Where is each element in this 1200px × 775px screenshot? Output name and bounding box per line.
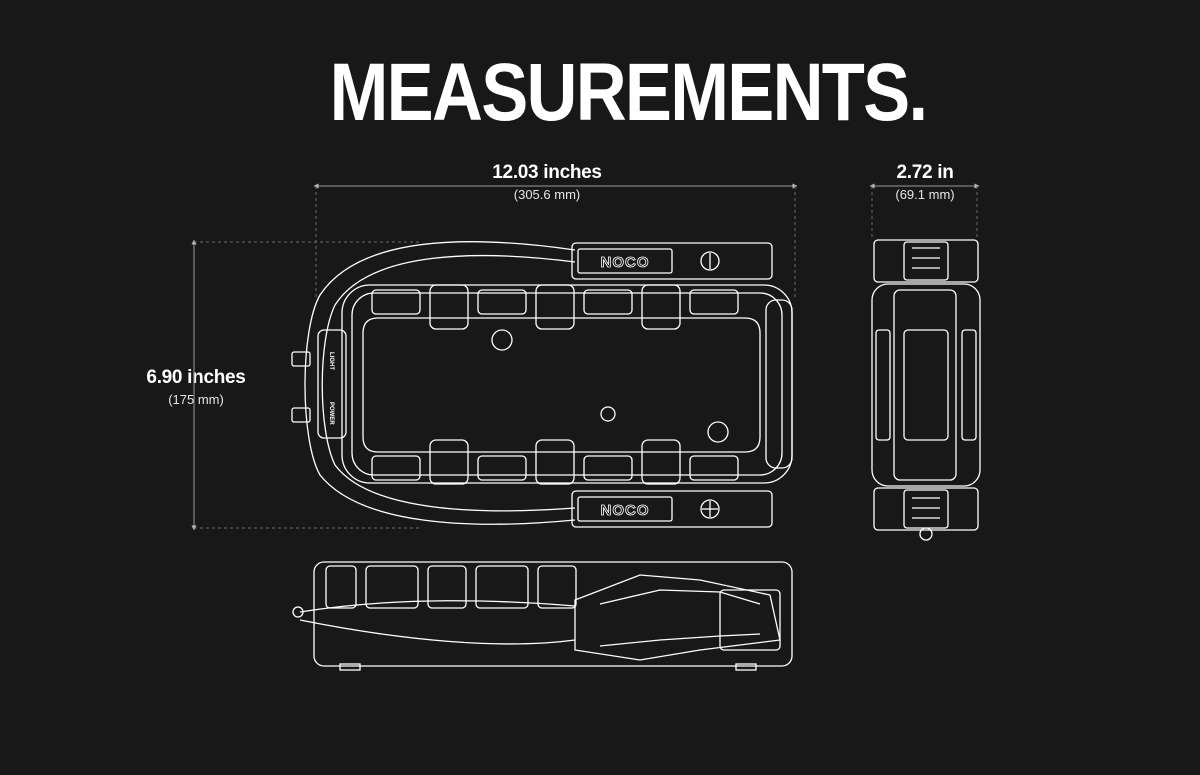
- mount-hole-1: [491, 329, 513, 351]
- depth-mm: (69.1 mm): [895, 186, 955, 202]
- cable-loop: [304, 241, 576, 525]
- right-grip: [765, 299, 793, 469]
- bottom-view: [292, 561, 793, 671]
- front-face: [362, 317, 761, 453]
- top-clamp: [571, 242, 773, 280]
- button-panel: [317, 329, 347, 439]
- power-button-label: POWER: [328, 402, 334, 425]
- front-body-outer: [341, 284, 793, 484]
- side-top-clamp: [873, 239, 979, 283]
- top-ribs: [371, 284, 739, 330]
- top-clamp-logo: NOCO: [601, 254, 650, 271]
- depth-dimension-label: 2.72 in (69.1 mm): [855, 162, 995, 202]
- light-button-label: LIGHT: [328, 352, 334, 370]
- front-view: [291, 241, 793, 528]
- side-body: [871, 283, 981, 487]
- dimension-extension-lines: [194, 186, 978, 529]
- depth-inches: 2.72 in: [896, 162, 954, 183]
- length-dimension-label: 12.03 inches (305.6 mm): [447, 162, 647, 202]
- dimension-lines: [191, 183, 980, 531]
- mount-hole-3: [707, 421, 729, 443]
- length-inches: 12.03 inches: [492, 162, 602, 183]
- bottom-clamp: [571, 490, 773, 528]
- page-title: MEASUREMENTS.: [329, 47, 928, 138]
- bottom-clamp-logo: NOCO: [601, 502, 650, 519]
- side-bottom-clamp: [873, 487, 979, 531]
- length-mm: (305.6 mm): [513, 186, 581, 202]
- bottom-ribs: [371, 439, 739, 485]
- cable-side: [299, 600, 576, 645]
- clamp-jaw: [574, 574, 781, 661]
- side-view: [871, 239, 981, 541]
- bottom-ribs-top: [325, 565, 577, 609]
- mount-hole-2: [600, 406, 616, 422]
- bottom-body: [313, 561, 793, 667]
